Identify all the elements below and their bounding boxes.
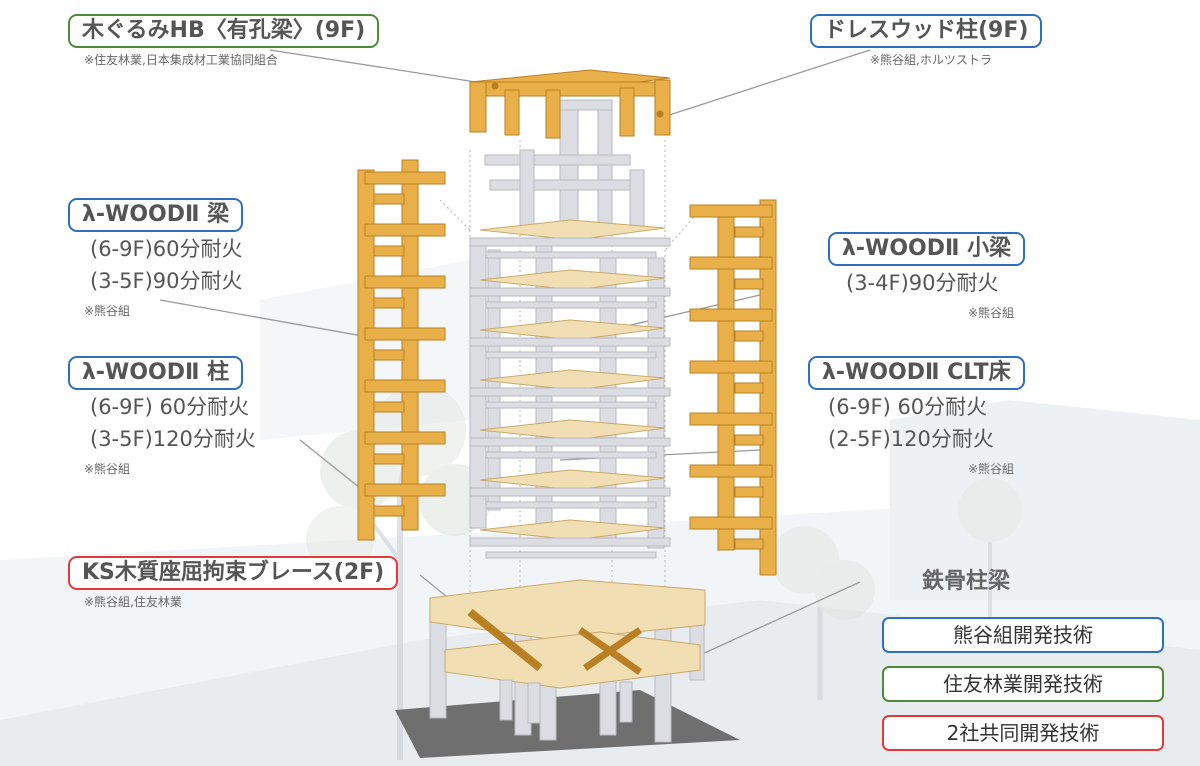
wood-beam-stub	[734, 538, 764, 550]
floor-beam	[469, 387, 671, 397]
spec-column-1: (6-9F) 60分耐火	[90, 395, 250, 419]
wood-beam	[689, 204, 773, 218]
clt-floor-slab	[479, 469, 666, 491]
wood-column	[401, 159, 419, 531]
label-hb: 木ぐるみHB〈有孔梁〉(9F)	[68, 14, 380, 48]
floor-slabs	[469, 219, 671, 559]
legend-kumagai: 熊谷組開発技術	[882, 617, 1164, 653]
wood-beam	[689, 308, 773, 322]
wood-beam-stub	[373, 193, 405, 205]
floor-beam-lower	[485, 401, 657, 409]
spec-beam-1: (6-9F)60分耐火	[90, 237, 243, 261]
label-dresswood: ドレスウッド柱(9F)	[810, 14, 1043, 48]
note-dresswood: ※熊谷組,ホルツストラ	[870, 53, 992, 67]
label-lambda-clt: λ-WOODⅡ CLT床	[808, 356, 1025, 390]
wood-beam	[364, 171, 446, 185]
wood-beam-stub	[373, 401, 405, 413]
floor-beam-lower	[485, 351, 657, 359]
wood-beam	[364, 431, 446, 445]
floor-beam-lower	[485, 301, 657, 309]
legend-sumitomo: 住友林業開発技術	[882, 666, 1164, 702]
note-hb: ※住友林業,日本集成材工業協同組合	[84, 53, 278, 67]
floor-beam	[469, 237, 671, 247]
label-steel-frame: 鉄骨柱梁	[922, 569, 1011, 594]
floor-beam	[469, 287, 671, 297]
spec-column-2: (3-5F)120分耐火	[90, 427, 256, 451]
wood-beam-stub	[734, 278, 764, 290]
floor-beam-lower	[485, 251, 657, 259]
wood-beam-stub	[734, 486, 764, 498]
label-lambda-column: λ-WOODⅡ 柱	[68, 356, 244, 390]
left-wood-column-frame	[357, 159, 446, 541]
steel-core-frame	[484, 99, 645, 231]
legend-joint: 2社共同開発技術	[882, 715, 1164, 751]
clt-floor-slab	[479, 269, 666, 291]
wood-beam-stub	[373, 349, 405, 361]
hb-top-frame	[469, 69, 671, 139]
note-clt: ※熊谷組	[968, 462, 1015, 476]
floor-beam-lower	[485, 451, 657, 459]
wood-beam-stub	[373, 245, 405, 257]
wood-beam-stub	[373, 297, 405, 309]
right-wood-column-frame	[689, 199, 777, 576]
wood-beam-stub	[373, 505, 405, 517]
clt-floor-slab	[479, 319, 666, 341]
wood-beam-stub	[734, 226, 764, 238]
wood-beam	[689, 256, 773, 270]
label-lambda-beam: λ-WOODⅡ 梁	[68, 198, 244, 232]
podium-2f	[429, 579, 706, 743]
floor-beam	[469, 337, 671, 347]
wood-beam	[689, 360, 773, 374]
wood-beam	[364, 483, 446, 497]
floor-beam	[469, 537, 671, 547]
wood-beam-stub	[734, 434, 764, 446]
wood-beam-stub	[734, 330, 764, 342]
label-lambda-small-beam: λ-WOODⅡ 小梁	[828, 232, 1026, 266]
spec-clt-2: (2-5F)120分耐火	[828, 427, 994, 451]
note-small-beam: ※熊谷組	[968, 306, 1015, 320]
spec-beam-2: (3-5F)90分耐火	[90, 269, 243, 293]
wood-beam	[364, 327, 446, 341]
wood-beam	[689, 464, 773, 478]
spec-small-beam-1: (3-4F)90分耐火	[846, 271, 999, 295]
floor-beam-lower	[485, 551, 657, 559]
wood-beam-stub	[734, 382, 764, 394]
tree-right	[771, 478, 1022, 700]
note-column: ※熊谷組	[84, 462, 131, 476]
clt-floor-slab	[479, 419, 666, 441]
label-ks-brace: KS木質座屈拘束ブレース(2F)	[68, 556, 399, 590]
wood-beam	[364, 223, 446, 237]
wood-beam	[364, 275, 446, 289]
wood-beam-stub	[373, 453, 405, 465]
wood-beam	[689, 516, 773, 530]
floor-beam	[469, 487, 671, 497]
clt-floor-slab	[479, 219, 666, 241]
floor-beam	[469, 437, 671, 447]
clt-floor-slab	[479, 369, 666, 391]
note-beam: ※熊谷組	[84, 304, 131, 318]
note-ks-brace: ※熊谷組,住友林業	[84, 595, 182, 609]
wood-beam	[689, 412, 773, 426]
clt-floor-slab	[479, 519, 666, 541]
spec-clt-1: (6-9F) 60分耐火	[828, 395, 988, 419]
ground-shadow	[395, 690, 740, 758]
floor-beam-lower	[485, 501, 657, 509]
wood-beam	[364, 379, 446, 393]
